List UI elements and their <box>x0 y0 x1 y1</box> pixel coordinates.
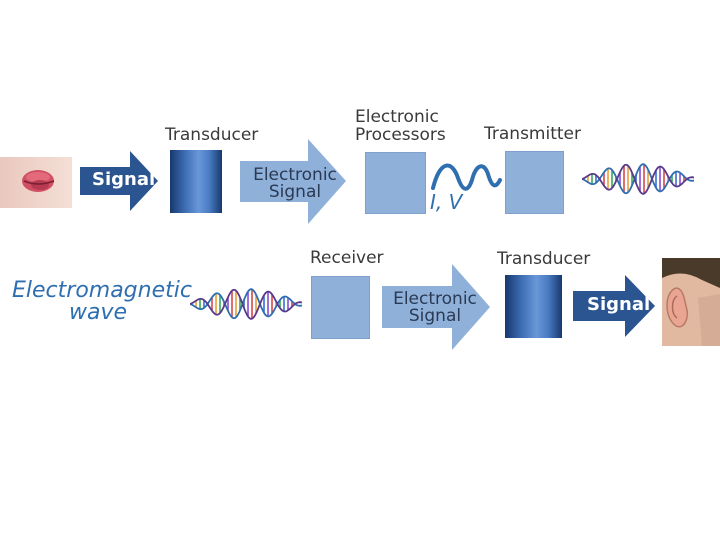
signal-arrow <box>80 151 158 211</box>
transducer-label-2: Transducer <box>497 249 591 269</box>
em-wave-graphic-2 <box>190 288 302 320</box>
receiver-box <box>311 276 370 339</box>
electronic-signal-arrow-2 <box>382 264 490 350</box>
ear-photo <box>662 258 720 346</box>
signal-arrow-2 <box>573 275 655 337</box>
transmitter-label: Transmitter <box>484 124 581 144</box>
transducer-block-2 <box>505 275 562 338</box>
electronic-signal-arrow <box>240 139 346 224</box>
signal-arrow-label: Signal <box>92 169 156 190</box>
receiver-label: Receiver <box>310 248 384 268</box>
transducer-block <box>170 150 222 213</box>
transmitter-box <box>505 151 564 214</box>
electronic-signal-label-2: Electronic Signal <box>393 289 477 326</box>
signal-arrow-label-2: Signal <box>587 294 651 315</box>
processors-box <box>365 152 426 214</box>
transducer-label: Transducer <box>165 125 259 145</box>
electronic-signal-label: Electronic Signal <box>253 165 337 202</box>
lips-photo <box>0 157 72 208</box>
em-wave-label: Electromagnetic wave <box>12 278 192 325</box>
em-wave-graphic <box>582 163 694 195</box>
iv-label: I, V <box>430 190 463 214</box>
iv-waveform <box>431 163 502 191</box>
processors-label: Electronic Processors <box>355 107 446 145</box>
